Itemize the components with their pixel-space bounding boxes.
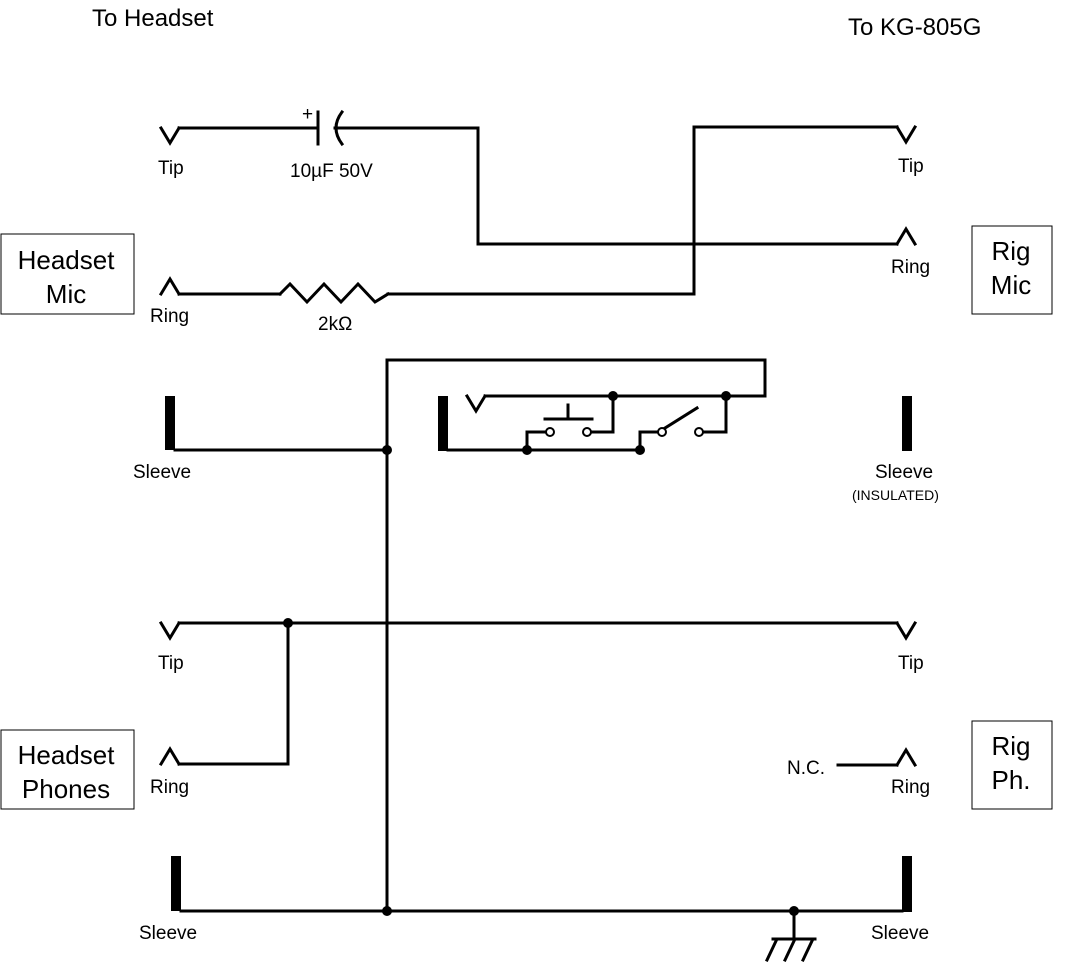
ground-symbol — [765, 909, 817, 962]
sleeve-symbol-headset-mic — [165, 396, 175, 450]
rig-mic-sleeve-insulated-label: (INSULATED) — [852, 487, 939, 503]
no-connect-label: N.C. — [787, 758, 825, 779]
rig-mic-box-line1: Rig — [991, 236, 1030, 266]
headset-mic-box-line2: Mic — [46, 279, 86, 309]
ring-symbol-headset-phones — [158, 746, 182, 767]
sleeve-symbol-rig-mic — [902, 396, 912, 451]
ring-symbol-headset-mic — [158, 276, 182, 297]
ring-symbol-rig-phones — [894, 747, 918, 768]
rig-mic-box: Rig Mic — [971, 225, 1053, 315]
headset-mic-ring-label: Ring — [150, 306, 189, 327]
wire-ptt-to-ground-bus — [385, 358, 767, 913]
junction-mic-sleeve — [382, 445, 392, 455]
headset-mic-sleeve-label: Sleeve — [133, 462, 191, 483]
rig-mic-sleeve-label: Sleeve — [875, 462, 933, 483]
rig-phones-box: Rig Ph. — [971, 720, 1053, 810]
toggle-switch — [635, 391, 731, 455]
wire-phones-ring-to-tip — [177, 621, 290, 766]
capacitor-label: 10µF 50V — [290, 161, 373, 182]
headset-phones-box-line1: Headset — [18, 740, 116, 770]
headset-phones-ring-label: Ring — [150, 777, 189, 798]
tip-symbol-headset-phones — [158, 620, 182, 641]
sleeve-symbol-rig-phones — [902, 856, 912, 912]
rig-phones-tip-label: Tip — [898, 653, 924, 674]
headset-phones-sleeve-label: Sleeve — [139, 923, 197, 944]
sleeve-symbol-headset-phones — [171, 856, 181, 911]
headset-mic-tip-label: Tip — [158, 158, 184, 179]
pushbutton-switch — [522, 391, 618, 455]
tip-symbol-rig-phones — [894, 620, 918, 641]
heading-to-radio: To KG-805G — [848, 14, 981, 41]
headset-mic-box: Headset Mic — [0, 233, 135, 315]
sleeve-symbol-ptt — [438, 396, 448, 451]
tip-symbol-rig-mic — [894, 124, 918, 145]
headset-phones-box-line2: Phones — [22, 774, 110, 804]
wire-capacitor-to-rig-ring — [333, 126, 899, 246]
headset-phones-tip-label: Tip — [158, 653, 184, 674]
rig-mic-box-line2: Mic — [991, 270, 1031, 300]
capacitor-symbol: + — [302, 104, 345, 147]
rig-mic-tip-label: Tip — [898, 156, 924, 177]
rig-phones-box-line2: Ph. — [991, 765, 1030, 795]
capacitor-plus-sign: + — [302, 104, 313, 125]
wire-resistor-to-rig-tip — [386, 125, 899, 296]
resistor-symbol — [277, 281, 391, 305]
rig-phones-box-line1: Rig — [991, 731, 1030, 761]
rig-phones-sleeve-label: Sleeve — [871, 923, 929, 944]
rig-phones-ring-label: Ring — [891, 777, 930, 798]
tip-symbol-headset-mic — [158, 125, 182, 146]
resistor-label: 2kΩ — [318, 314, 352, 335]
junction-phones-sleeve — [382, 906, 392, 916]
rig-mic-ring-label: Ring — [891, 257, 930, 278]
tip-symbol-ptt — [464, 393, 488, 414]
headset-phones-box: Headset Phones — [0, 729, 135, 810]
headset-mic-box-line1: Headset — [18, 245, 116, 275]
ring-symbol-rig-mic — [894, 226, 918, 247]
heading-to-headset: To Headset — [92, 5, 214, 32]
